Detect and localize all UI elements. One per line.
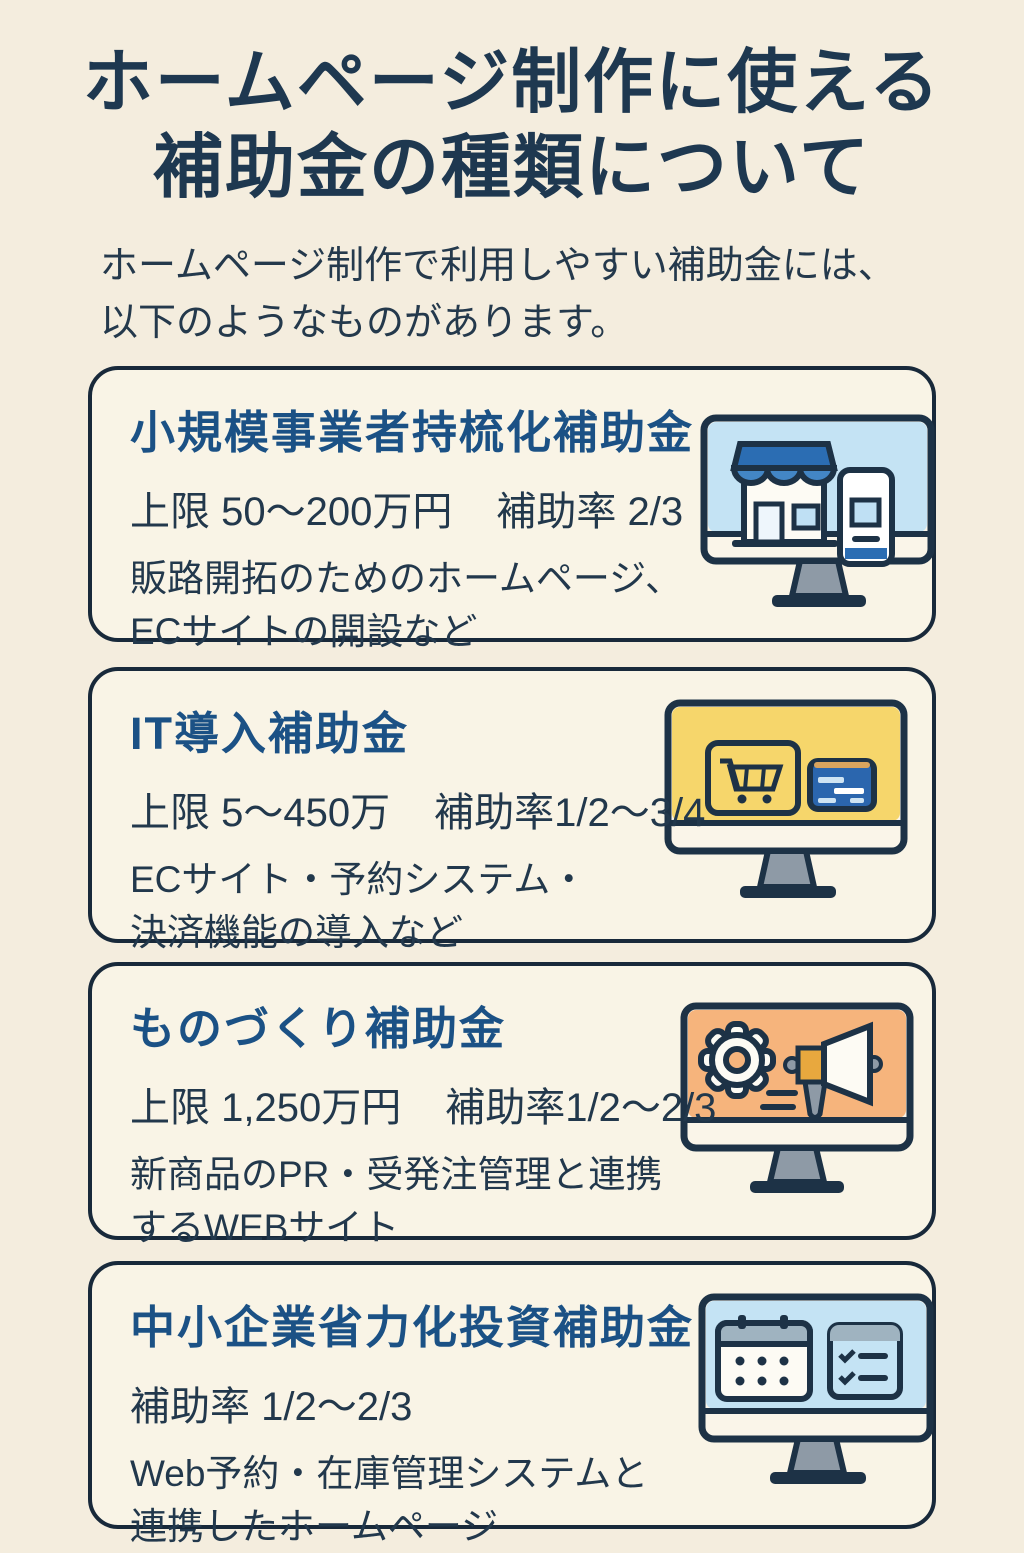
desc-line2: するWEBサイト [130, 1206, 400, 1248]
card-title: 中小企業省力化投資補助金 [130, 1302, 695, 1353]
desc-line1: Web予約・在庫管理システムと [130, 1453, 649, 1494]
page-title: ホームページ制作に使える補助金の種類について [0, 40, 1024, 211]
desc-line1: ECサイト・予約システム・ [130, 859, 588, 900]
card-shouryokuka-toushi: 中小企業省力化投資補助金 補助率 1/2〜2/3 Web予約・在庫管理システムと… [88, 1261, 936, 1547]
desc-line1: 販路開拓のためのホームページ、 [130, 558, 683, 599]
calendar-list-monitor-icon [698, 1293, 934, 1484]
card-text-block: ものづくり補助金 上限 1,250万円補助率1/2〜2/3 新商品のPR・受発注… [130, 992, 750, 1254]
card-stats: 補助率 1/2〜2/3 [130, 1374, 750, 1432]
rate-label: 補助率 2/3 [496, 490, 684, 534]
limit-label: 上限 1,250万円 [130, 1086, 402, 1130]
rate-label: 補助率1/2〜2/3 [445, 1086, 717, 1130]
gear-megaphone-monitor-icon [680, 1002, 914, 1193]
card-text-block: IT導入補助金 上限 5〜450万補助率1/2〜3/4 ECサイト・予約システム… [130, 697, 750, 959]
card-shoukibo-jizokuka: 小規模事業者持梳化補助金 上限 50〜200万円補助率 2/3 販路開拓のための… [88, 366, 936, 652]
desc-line2: 決済機能の導入など [130, 911, 463, 953]
desc-line1: 新商品のPR・受発注管理と連携 [130, 1154, 663, 1195]
card-title: IT導入補助金 [130, 708, 409, 759]
ecommerce-cart-card-monitor-icon [664, 699, 908, 898]
card-title: ものづくり補助金 [130, 1003, 507, 1054]
storefront-monitor-icon [700, 414, 935, 607]
card-description: 販路開拓のためのホームページ、 ECサイトの開設など [130, 553, 750, 658]
card-title: 小規模事業者持梳化補助金 [130, 407, 695, 458]
card-text-block: 中小企業省力化投資補助金 補助率 1/2〜2/3 Web予約・在庫管理システムと… [130, 1291, 750, 1553]
desc-line2: 連携したホームページ [130, 1505, 499, 1547]
card-text-block: 小規模事業者持梳化補助金 上限 50〜200万円補助率 2/3 販路開拓のための… [130, 396, 750, 658]
limit-label: 上限 50〜200万円 [130, 490, 453, 534]
desc-line2: ECサイトの開設など [130, 610, 478, 652]
card-monodzukuri: ものづくり補助金 上限 1,250万円補助率1/2〜2/3 新商品のPR・受発注… [88, 962, 936, 1248]
card-stats: 上限 50〜200万円補助率 2/3 [130, 479, 750, 537]
rate-label: 補助率 1/2〜2/3 [130, 1385, 413, 1429]
card-description: ECサイト・予約システム・決済機能の導入など [130, 854, 750, 959]
card-stats: 上限 1,250万円補助率1/2〜2/3 [130, 1075, 750, 1133]
page-title-line1: ホームページ制作に使える [82, 43, 942, 121]
rate-label: 補助率1/2〜3/4 [434, 791, 706, 835]
page-subtitle: ホームページ制作で利用しやすい補助金には、以下のようなものがあります。 [100, 238, 980, 352]
page-title-line2: 補助金の種類について [153, 128, 871, 207]
limit-label: 上限 5〜450万 [130, 791, 391, 835]
card-description: Web予約・在庫管理システムと連携したホームページ [130, 1448, 750, 1553]
card-stats: 上限 5〜450万補助率1/2〜3/4 [130, 780, 750, 838]
card-it-dounyuu: IT導入補助金 上限 5〜450万補助率1/2〜3/4 ECサイト・予約システム… [88, 667, 936, 953]
page-subtitle-line1: ホームページ制作で利用しやすい補助金には、 [100, 245, 896, 287]
page-subtitle-line2: 以下のようなものがあります。 [100, 302, 629, 344]
card-description: 新商品のPR・受発注管理と連携するWEBサイト [130, 1149, 750, 1254]
